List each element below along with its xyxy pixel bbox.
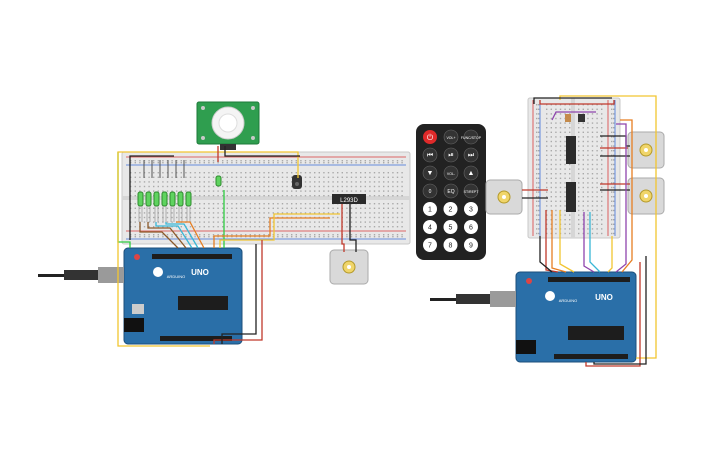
remote-digit-label: 3 xyxy=(469,207,473,214)
remote-digit-label: 6 xyxy=(469,225,473,232)
usb-cable-right[interactable] xyxy=(430,291,516,307)
led[interactable] xyxy=(145,191,152,222)
remote-digit-label: 8 xyxy=(449,243,453,250)
remote-digit-label: 1 xyxy=(428,207,432,214)
remote-digit-button[interactable]: 1 xyxy=(423,202,437,216)
remote-button[interactable]: FUNC/STOP xyxy=(461,129,482,145)
remote-button[interactable]: ST/REPT xyxy=(464,183,480,199)
led-row[interactable] xyxy=(137,160,222,222)
ir-remote[interactable]: ⏻ VOL+ FUNC/STOP ⏮ ⏯ ⏭ ▼ VOL- ▲ 0 EQ ST/REPT 1 2 3 4 5 6… xyxy=(416,124,486,260)
left-wiring xyxy=(117,146,357,347)
remote-digit-button[interactable]: 9 xyxy=(464,238,478,252)
remote-button-label: EQ xyxy=(447,189,454,195)
arduino-left-brand: ARDUINO xyxy=(167,274,185,279)
led[interactable] xyxy=(185,191,192,222)
remote-button[interactable]: 0 xyxy=(422,183,438,199)
remote-digit-button[interactable]: 2 xyxy=(443,202,458,216)
dc-motor-right-bottom[interactable] xyxy=(627,177,665,215)
driver-chip-label: L293D xyxy=(340,198,358,204)
play-pause-icon[interactable]: ⏯ xyxy=(443,147,459,163)
up-icon: ▲ xyxy=(468,170,475,177)
arduino-uno-right[interactable]: ARDUINO UNO xyxy=(515,271,637,363)
remote-button[interactable]: VOL- xyxy=(443,165,459,181)
remote-button[interactable]: VOL+ xyxy=(443,129,459,145)
arduino-right-model: UNO xyxy=(595,293,613,302)
remote-digit-label: 4 xyxy=(428,225,432,232)
power-icon: ⏻ xyxy=(427,133,434,142)
next-icon: ⏭ xyxy=(468,152,475,159)
dc-motor-left[interactable] xyxy=(329,249,369,285)
prev-icon: ⏮ xyxy=(427,152,433,159)
remote-power-button[interactable]: ⏻ xyxy=(423,130,437,144)
remote-button-label: VOL+ xyxy=(446,136,455,140)
led[interactable] xyxy=(169,191,176,222)
led[interactable] xyxy=(177,191,184,222)
remote-digit-button[interactable]: 7 xyxy=(423,238,437,252)
remote-button-label: VOL- xyxy=(447,172,456,176)
remote-digit-label: 2 xyxy=(449,207,453,214)
prev-icon[interactable]: ⏮ xyxy=(422,147,438,163)
led[interactable] xyxy=(161,191,168,222)
next-icon[interactable]: ⏭ xyxy=(463,147,479,163)
remote-digit-button[interactable]: 8 xyxy=(443,238,458,252)
arduino-right-brand: ARDUINO xyxy=(559,298,577,303)
right-driver-chip-bottom[interactable] xyxy=(566,182,576,212)
pir-sensor[interactable] xyxy=(196,101,260,150)
play-pause-icon: ⏯ xyxy=(448,152,454,159)
remote-button-label: FUNC/STOP xyxy=(461,136,482,140)
right-breadboard[interactable] xyxy=(527,97,621,239)
right-wiring xyxy=(522,95,657,367)
up-icon[interactable]: ▲ xyxy=(463,165,479,181)
down-icon[interactable]: ▼ xyxy=(422,165,438,181)
motor-driver-chip[interactable]: L293D xyxy=(332,194,366,204)
right-sensor-top[interactable] xyxy=(565,114,585,122)
remote-digit-label: 9 xyxy=(469,243,473,250)
remote-digit-button[interactable]: 5 xyxy=(443,220,458,234)
remote-button[interactable]: EQ xyxy=(443,183,459,199)
remote-digit-button[interactable]: 6 xyxy=(464,220,478,234)
arduino-uno-left[interactable]: ARDUINO UNO xyxy=(123,247,243,345)
remote-digit-label: 5 xyxy=(449,225,453,232)
remote-digit-label: 7 xyxy=(428,243,432,250)
remote-digit-button[interactable]: 4 xyxy=(423,220,437,234)
down-icon: ▼ xyxy=(427,170,434,177)
ir-receiver[interactable] xyxy=(292,175,302,189)
led[interactable] xyxy=(153,191,160,222)
usb-cable-left[interactable] xyxy=(38,267,124,283)
remote-button-label: 0 xyxy=(429,189,432,195)
led[interactable] xyxy=(137,191,144,222)
right-driver-chip-top[interactable] xyxy=(566,136,576,164)
dc-motor-right-top[interactable] xyxy=(627,131,665,169)
dc-motor-right-left[interactable] xyxy=(485,179,523,215)
remote-digit-button[interactable]: 3 xyxy=(464,202,478,216)
arduino-left-model: UNO xyxy=(191,268,209,277)
remote-button-label: ST/REPT xyxy=(464,190,480,194)
